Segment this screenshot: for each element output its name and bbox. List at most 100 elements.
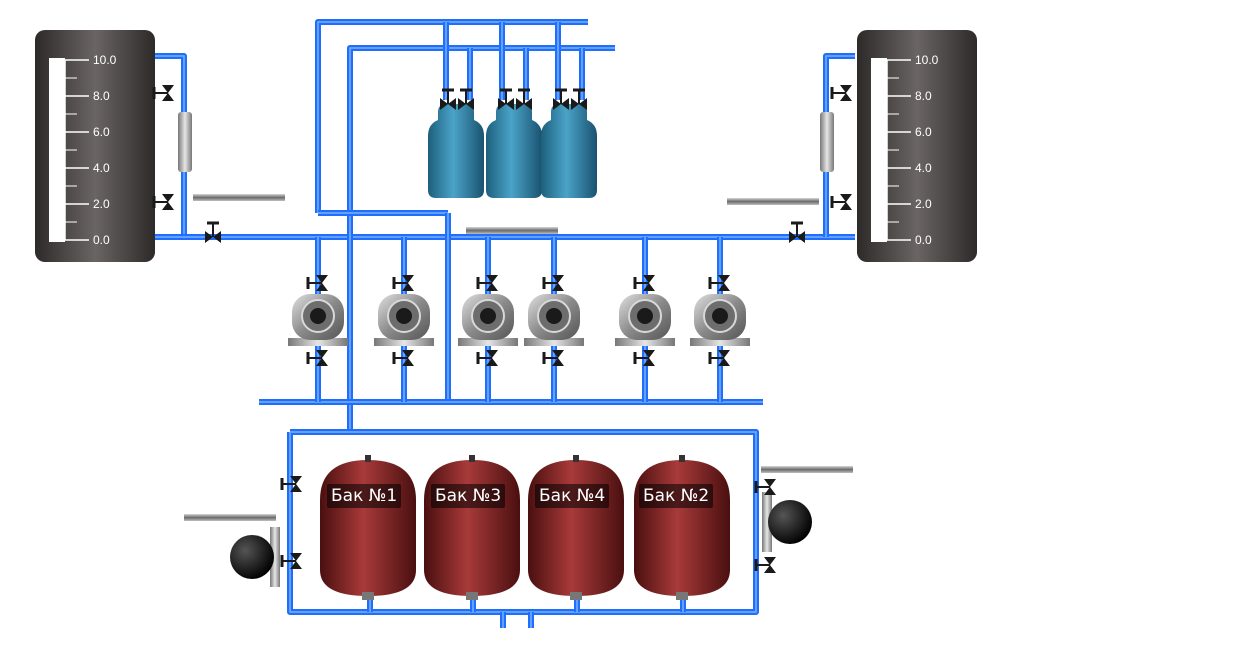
pressure-gauge-icon	[230, 535, 274, 579]
gate-valve[interactable]	[476, 275, 498, 291]
scale-label: 0.0	[93, 233, 110, 247]
pipe-highlight	[154, 55, 185, 237]
gate-valve[interactable]	[152, 194, 174, 210]
gate-valve[interactable]	[280, 553, 302, 569]
tank-bottom-fitting	[362, 592, 374, 600]
gate-valve[interactable]	[553, 88, 569, 110]
gate-valve[interactable]	[306, 275, 328, 291]
gate-valve[interactable]	[306, 350, 328, 366]
left-level-tank: 10.08.06.04.02.00.0	[35, 30, 155, 262]
devices: 10.08.06.04.02.00.010.08.06.04.02.00.0	[35, 30, 977, 600]
pump-shaft	[712, 308, 728, 324]
expansion-tank-2	[424, 455, 520, 600]
scale-label: 6.0	[915, 125, 932, 139]
gate-valve[interactable]	[392, 275, 414, 291]
gate-valve[interactable]	[708, 350, 730, 366]
sight-glass	[820, 112, 834, 172]
gate-valve[interactable]	[498, 88, 514, 110]
pump-shaft	[480, 308, 496, 324]
gate-valve[interactable]	[830, 194, 852, 210]
tank-top-nipple	[365, 455, 371, 462]
circulation-pump-3	[458, 294, 518, 346]
pipe-highlight	[317, 21, 588, 213]
expansion-tank-icon	[634, 460, 730, 596]
pump-base	[524, 338, 584, 346]
pump-base	[615, 338, 675, 346]
circulation-pump-4	[524, 294, 584, 346]
pump-shaft	[396, 308, 412, 324]
expansion-tank-1	[320, 455, 416, 600]
gate-valve[interactable]	[789, 221, 805, 243]
pump-shaft	[546, 308, 562, 324]
pressure-gauge	[230, 527, 280, 587]
scale-label: 0.0	[915, 233, 932, 247]
expansion-tank-icon	[424, 460, 520, 596]
gate-valve[interactable]	[542, 275, 564, 291]
gate-valve[interactable]	[633, 350, 655, 366]
right-level-tank: 10.0 8.0 6.0 4.0 2.0 0.0	[857, 30, 977, 262]
tank-label-4: Бак №4	[535, 484, 610, 508]
circulation-pump-5	[615, 294, 675, 346]
scale-label: 4.0	[915, 161, 932, 175]
circulation-pump-6	[690, 294, 750, 346]
tank-top-nipple	[679, 455, 685, 462]
scale-label: 4.0	[93, 161, 110, 175]
gate-valve[interactable]	[476, 350, 498, 366]
pipe-highlight	[825, 55, 855, 237]
gate-valve[interactable]	[280, 476, 302, 492]
scale-label: 2.0	[915, 197, 932, 211]
expansion-tank-4	[634, 455, 730, 600]
flow-meter-icon	[466, 227, 558, 234]
pump-shaft	[637, 308, 653, 324]
gate-valve[interactable]	[571, 88, 587, 110]
tank-label-2: Бак №2	[639, 484, 714, 508]
gate-valve[interactable]	[754, 479, 776, 495]
pump-base	[374, 338, 434, 346]
gate-valve[interactable]	[458, 88, 474, 110]
flow-meter-icon	[761, 466, 853, 473]
tank-label-1: Бак №1	[327, 484, 402, 508]
gate-valve[interactable]	[392, 350, 414, 366]
tank-bottom-fitting	[570, 592, 582, 600]
expansion-tank-icon	[320, 460, 416, 596]
expansion-tank-3	[528, 455, 624, 600]
scale-label: 6.0	[93, 125, 110, 139]
gate-valve[interactable]	[830, 85, 852, 101]
gate-valve[interactable]	[205, 221, 221, 243]
gate-valve[interactable]	[708, 275, 730, 291]
scale-label: 10.0	[915, 53, 939, 67]
flow-meter-icon	[727, 198, 819, 205]
tank-top-nipple	[469, 455, 475, 462]
scale-label: 10.0	[93, 53, 117, 67]
circulation-pump-2	[374, 294, 434, 346]
level-window	[49, 58, 65, 242]
scale-label: 2.0	[93, 197, 110, 211]
level-window	[871, 58, 887, 242]
expansion-tank-icon	[528, 460, 624, 596]
scale-label: 8.0	[915, 89, 932, 103]
gate-valve[interactable]	[516, 88, 532, 110]
pump-shaft	[310, 308, 326, 324]
filter-vessel-icon	[428, 104, 484, 198]
gate-valve[interactable]	[633, 275, 655, 291]
pump-base	[458, 338, 518, 346]
filter-vessel-1	[428, 104, 484, 198]
gate-valve[interactable]	[542, 350, 564, 366]
pump-base	[288, 338, 348, 346]
pump-base	[690, 338, 750, 346]
filter-vessel-icon	[541, 104, 597, 198]
flow-meter-icon	[193, 194, 285, 201]
tank-bottom-fitting	[466, 592, 478, 600]
circulation-pump-1	[288, 294, 348, 346]
pipe-highlight	[289, 431, 757, 613]
filter-vessel-2	[486, 104, 542, 198]
filter-vessel-3	[541, 104, 597, 198]
gate-valve[interactable]	[152, 85, 174, 101]
pressure-gauge-icon	[768, 500, 812, 544]
gate-valve[interactable]	[754, 557, 776, 573]
gate-valve[interactable]	[440, 88, 456, 110]
gauge-flange	[762, 492, 772, 552]
valves	[152, 85, 852, 573]
tank-bottom-fitting	[676, 592, 688, 600]
